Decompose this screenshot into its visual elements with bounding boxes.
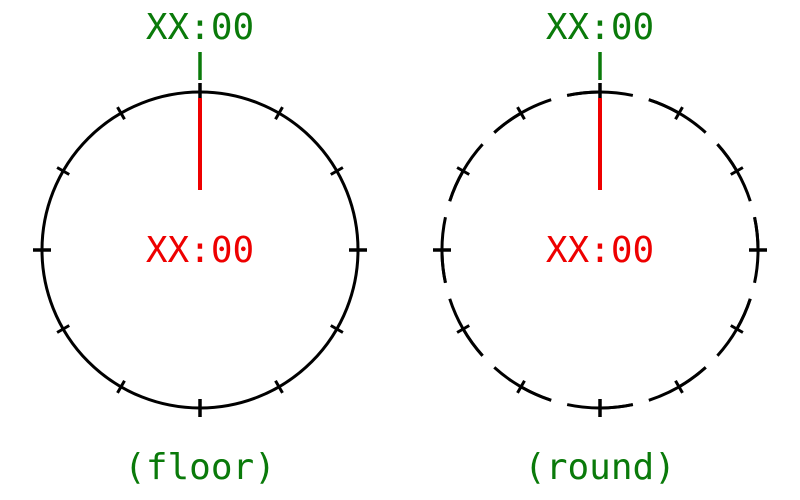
clock-face-arc: [566, 90, 601, 97]
round-top-time-label: XX:00: [545, 7, 655, 48]
floor-caption: (floor): [124, 447, 276, 488]
clock-tick: [56, 324, 70, 334]
clock-tick: [456, 324, 470, 334]
clock-tick: [330, 166, 344, 176]
round-caption: (round): [524, 447, 676, 488]
clock-tick: [456, 166, 470, 176]
clock-tick: [274, 106, 284, 120]
clock-ticks: [33, 83, 367, 417]
clock-tick: [330, 324, 344, 334]
clock-round: [433, 52, 767, 417]
clock-tick: [516, 106, 526, 120]
clock-tick: [674, 380, 684, 394]
clock-tick: [730, 324, 744, 334]
clock-tick: [116, 380, 126, 394]
clock-floor: [33, 52, 367, 417]
clock-tick: [516, 380, 526, 394]
clock-tick: [674, 106, 684, 120]
clock-tick: [274, 380, 284, 394]
floor-center-time-label: XX:00: [145, 230, 255, 271]
round-center-time-label: XX:00: [545, 230, 655, 271]
clock-ticks: [433, 83, 767, 417]
floor-top-time-label: XX:00: [145, 7, 255, 48]
clock-tick: [56, 166, 70, 176]
clock-tick: [116, 106, 126, 120]
clock-tick: [730, 166, 744, 176]
